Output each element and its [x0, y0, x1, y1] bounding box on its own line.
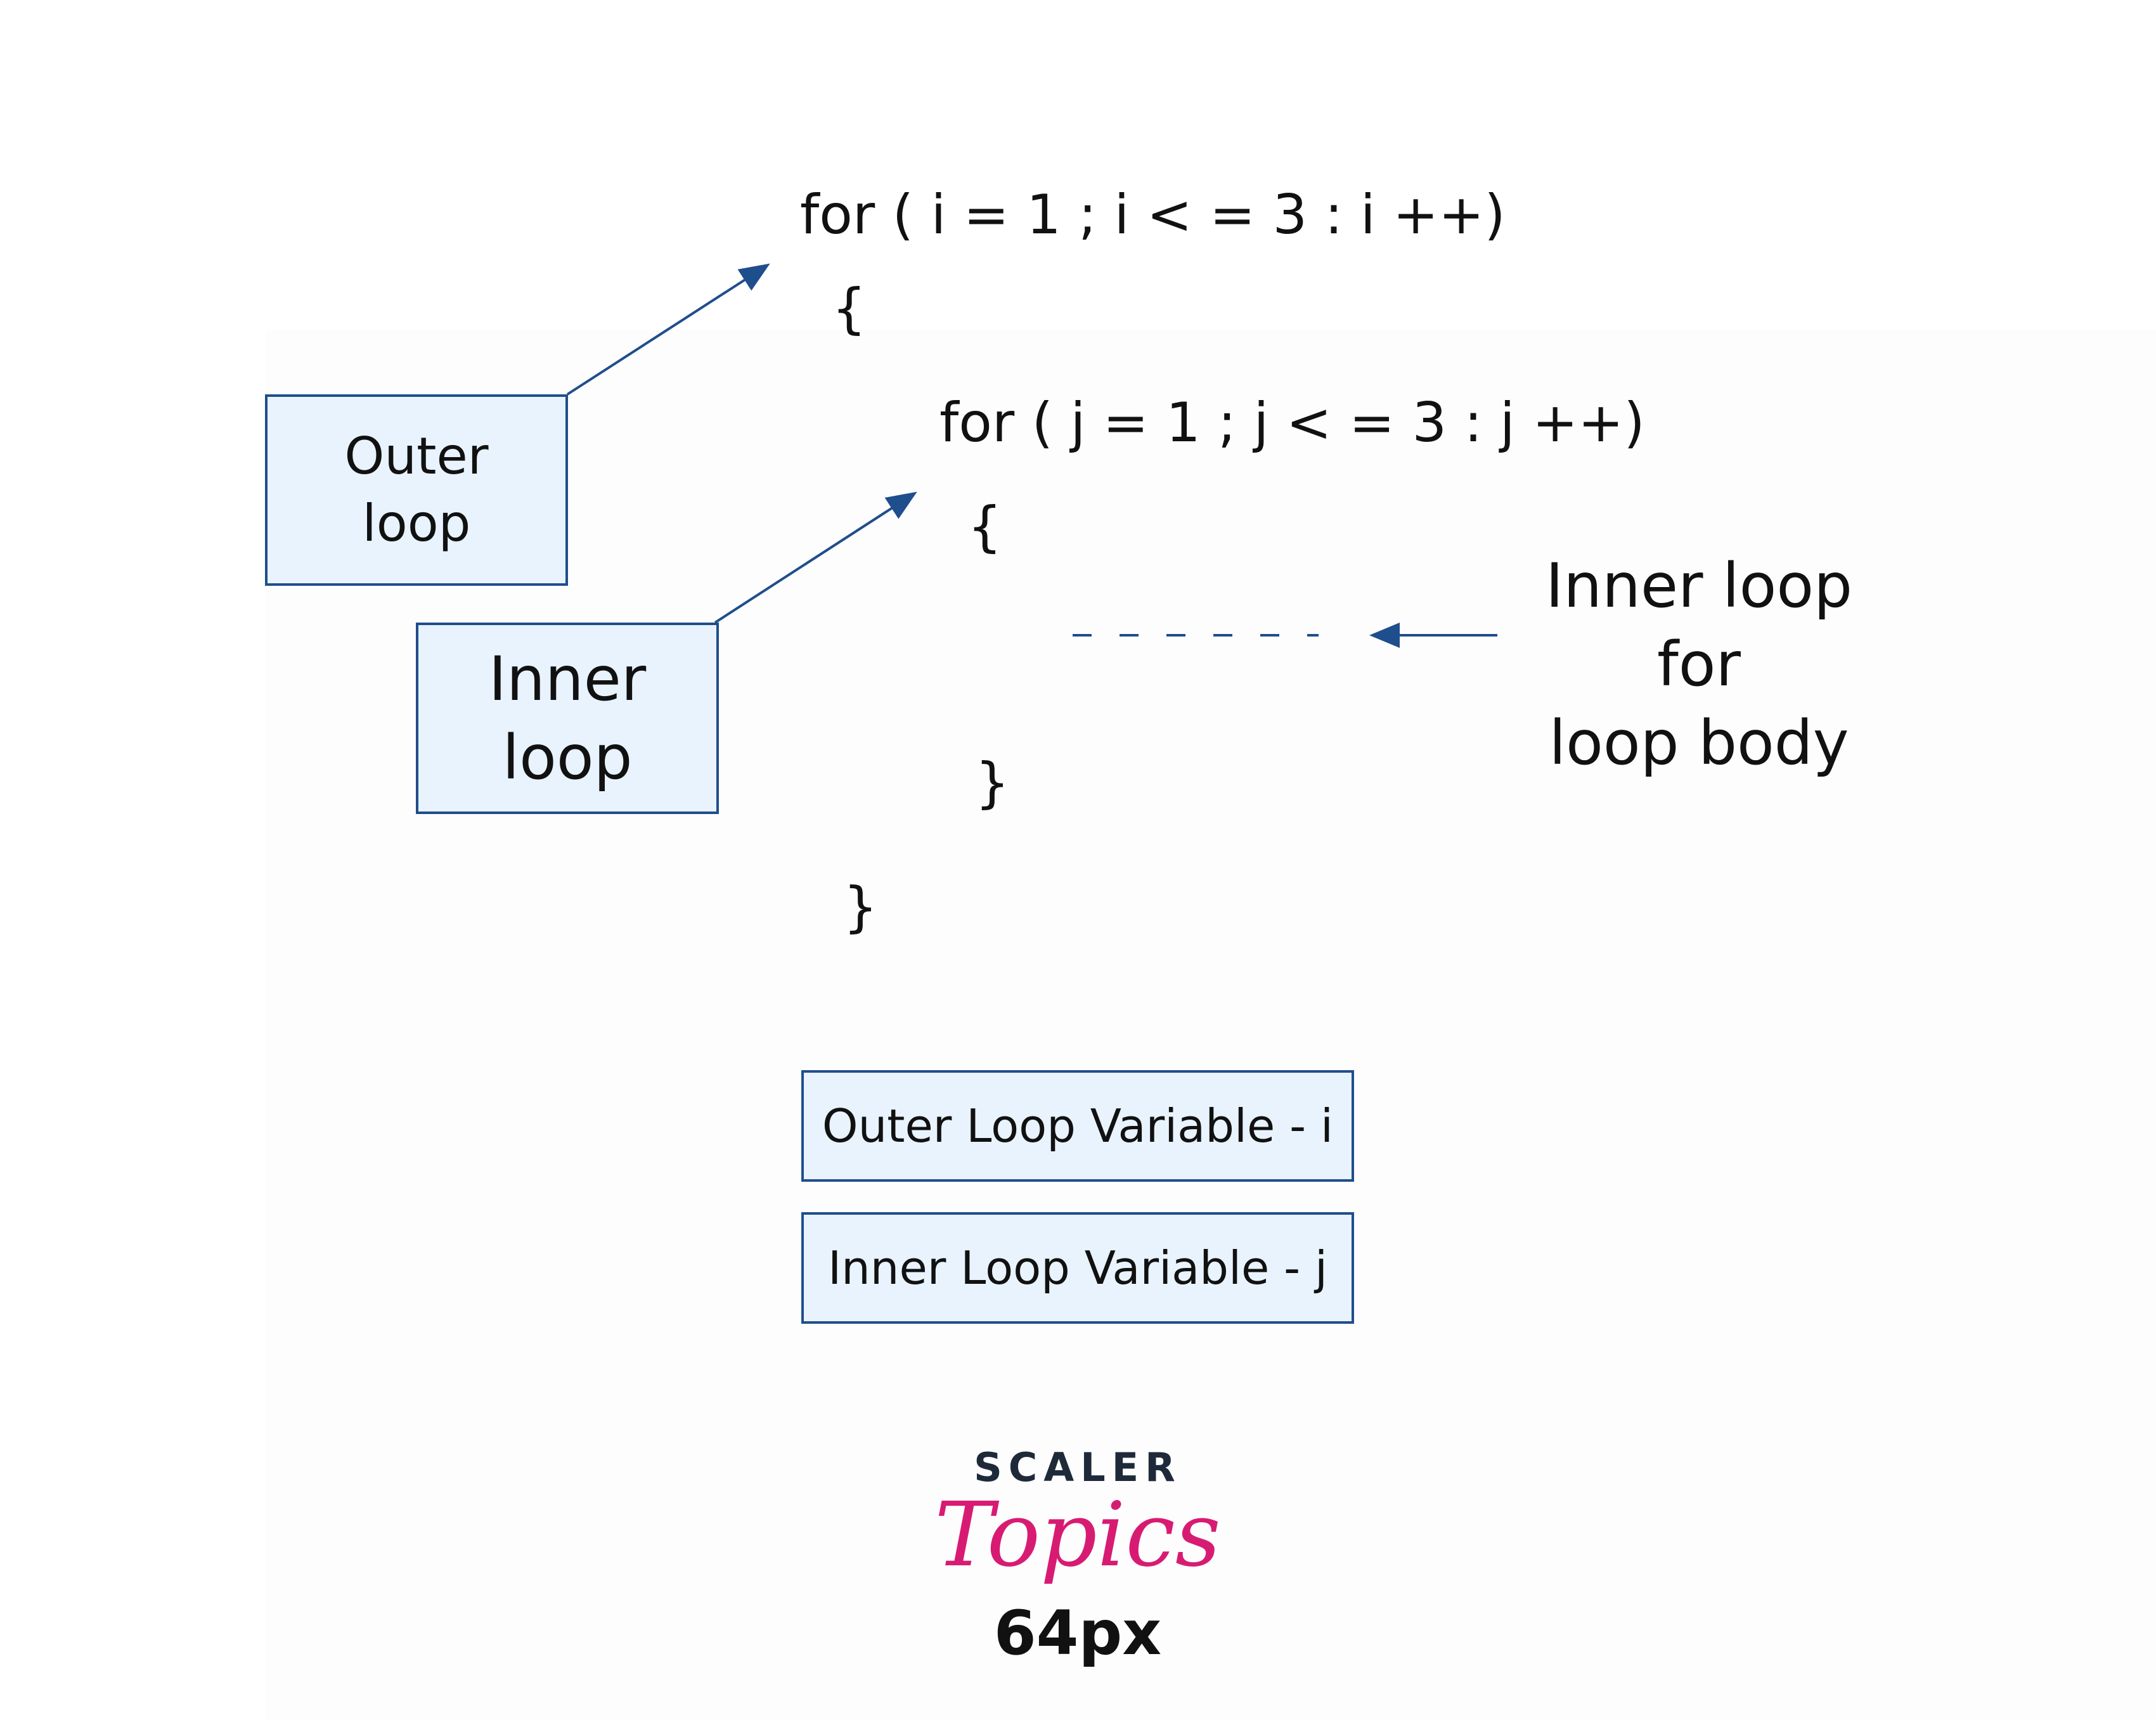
loop-body-label-line1: Inner loop for — [1545, 550, 1853, 700]
inner-loop-label-line2: loop — [502, 722, 633, 793]
inner-variable-box: Inner Loop Variable - j — [801, 1212, 1354, 1324]
background-panel — [266, 330, 2156, 1720]
outer-variable-box: Outer Loop Variable - i — [801, 1070, 1354, 1182]
inner-variable-label: Inner Loop Variable - j — [827, 1241, 1328, 1295]
inner-open-brace: { — [967, 495, 1002, 559]
inner-loop-label-line1: Inner — [488, 643, 647, 715]
outer-for-statement: for ( i = 1 ; i < = 3 : i ++) — [800, 183, 1506, 247]
outer-loop-label-line1: Outer — [344, 427, 489, 486]
inner-loop-arrow — [714, 491, 917, 624]
outer-open-brace: { — [832, 277, 867, 340]
outer-loop-label-line2: loop — [362, 494, 471, 553]
loop-body-label-line2: loop body — [1549, 708, 1849, 779]
scaler-wordmark: SCALER — [974, 1444, 1182, 1490]
loop-body-label: Inner loop for loop body — [1496, 546, 1902, 782]
inner-close-brace: } — [975, 751, 1010, 815]
inner-loop-label-box: Inner loop — [416, 623, 719, 814]
topics-script-logo: Topics — [934, 1484, 1221, 1587]
size-label: 64px — [993, 1598, 1162, 1669]
inner-for-statement: for ( j = 1 ; j < = 3 : j ++) — [939, 391, 1645, 455]
outer-variable-label: Outer Loop Variable - i — [822, 1099, 1334, 1153]
outer-loop-label-box: Outer loop — [265, 394, 568, 586]
outer-loop-arrow — [566, 263, 770, 396]
outer-close-brace: } — [843, 876, 878, 939]
